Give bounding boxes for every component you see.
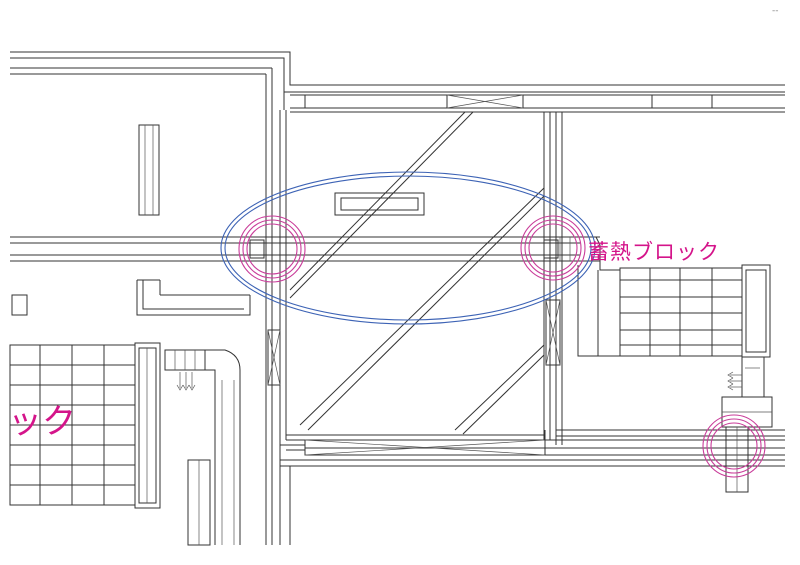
highlight-circle-left xyxy=(238,215,306,283)
left-small-box xyxy=(11,294,28,316)
corner-mark: -- xyxy=(772,6,779,16)
right-storage-frame xyxy=(577,261,771,358)
middle-column-wall xyxy=(543,112,563,445)
left-heat-storage-grid xyxy=(9,344,136,506)
partial-label-left: ック xyxy=(8,402,76,442)
top-wall xyxy=(10,51,785,113)
top-damper xyxy=(446,94,524,109)
left-column-wall xyxy=(265,68,287,545)
lower-wall xyxy=(280,429,785,545)
lower-left-ducts xyxy=(187,459,211,546)
left-fan-duct xyxy=(164,349,241,545)
central-room xyxy=(285,111,545,441)
left-vertical-fixture xyxy=(138,124,160,216)
highlight-ellipse xyxy=(220,171,596,325)
highlight-circle-right xyxy=(702,414,766,478)
highlight-circle-middle xyxy=(520,215,586,281)
right-lower-duct xyxy=(721,356,773,493)
main-duct xyxy=(10,236,601,262)
ceiling-vent xyxy=(334,192,425,216)
heat-storage-block-label: 蓄熱ブロック xyxy=(588,240,720,264)
left-vertical-duct xyxy=(134,342,161,509)
right-heat-storage-grid xyxy=(619,267,743,357)
left-duct-segment xyxy=(136,279,251,316)
